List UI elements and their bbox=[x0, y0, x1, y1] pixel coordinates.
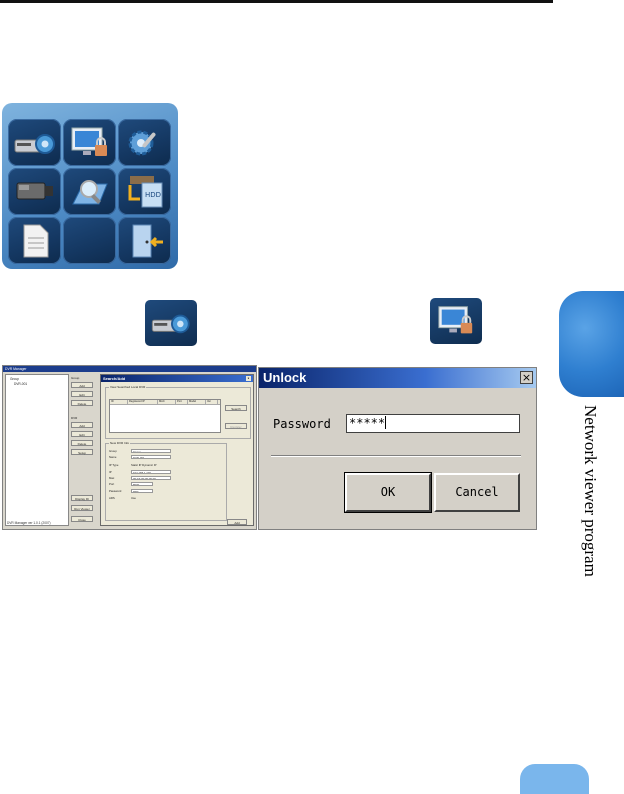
field-name-label: Name bbox=[109, 455, 117, 459]
field-password-input[interactable]: ***** bbox=[131, 489, 153, 493]
search-tile[interactable] bbox=[63, 168, 116, 215]
exit-tile[interactable] bbox=[118, 217, 171, 264]
col-port: Port bbox=[176, 400, 188, 404]
tree-child[interactable]: DVR-001 bbox=[14, 382, 28, 386]
group-add-button[interactable]: Add bbox=[71, 382, 93, 388]
top-rule bbox=[0, 0, 553, 3]
col-ip: Registered IP bbox=[128, 400, 158, 404]
new-dvr-label: New DVR Info bbox=[109, 441, 131, 445]
field-port-label: Port bbox=[109, 482, 115, 486]
field-ars-label: ARS bbox=[109, 496, 115, 500]
group-label: Group bbox=[71, 376, 80, 380]
dvr-tree[interactable]: Group DVR-001 bbox=[5, 374, 69, 526]
search-button[interactable]: Search bbox=[225, 405, 247, 411]
searched-dvr-group bbox=[105, 387, 251, 439]
hdd-backup-icon: HDD bbox=[128, 175, 162, 207]
empty-tile bbox=[63, 217, 116, 264]
field-password-label: Password bbox=[109, 489, 122, 493]
field-group-label: Group bbox=[109, 449, 117, 453]
dvr-delete-button[interactable]: Delete bbox=[71, 440, 93, 446]
monitor-lock-tile[interactable] bbox=[63, 119, 116, 166]
main-menu-grid: HDD bbox=[8, 119, 171, 265]
monitor-lock-small-icon bbox=[430, 298, 482, 344]
chapter-side-label: Network viewer program bbox=[581, 405, 602, 585]
dvr-footer: DVR Manager ver 1.0.1 (2007) bbox=[7, 521, 51, 525]
search-add-title-text: Search/Add bbox=[103, 376, 126, 381]
search-magnifier-icon bbox=[71, 179, 108, 204]
password-input[interactable]: ***** bbox=[346, 414, 520, 433]
dvr-manager-window: DVR Manager Group DVR-001 Group Add Edit… bbox=[2, 365, 257, 530]
field-ip-input[interactable]: 192.168.1.100 bbox=[131, 470, 171, 474]
close-button[interactable]: Close bbox=[71, 516, 93, 522]
gear-settings-tile[interactable] bbox=[118, 119, 171, 166]
exit-door-icon bbox=[132, 224, 163, 257]
col-ver: Ver bbox=[206, 400, 218, 404]
col-model: Model bbox=[188, 400, 206, 404]
dvr-manager-title: DVR Manager bbox=[3, 366, 256, 372]
dvr-add-button[interactable]: Add bbox=[71, 422, 93, 428]
field-group-select[interactable]: Group bbox=[131, 449, 171, 453]
dvr-label: DVR bbox=[71, 416, 78, 420]
new-dvr-group bbox=[105, 443, 227, 521]
cancel-button[interactable]: Cancel bbox=[434, 473, 520, 512]
chapter-side-tab bbox=[559, 291, 624, 397]
field-iptype-radios[interactable]: Static IP Dynamic IP bbox=[131, 463, 157, 467]
field-ars-checkbox[interactable]: Use bbox=[131, 496, 136, 500]
dvr-edit-button[interactable]: Edit bbox=[71, 431, 93, 437]
field-port-input[interactable]: 8000 bbox=[131, 482, 153, 486]
camera-tile[interactable] bbox=[8, 168, 61, 215]
password-label: Password bbox=[273, 417, 331, 431]
field-mac-label: Mac bbox=[109, 476, 115, 480]
password-value: ***** bbox=[349, 416, 386, 430]
ok-button[interactable]: OK bbox=[344, 472, 432, 513]
text-caret bbox=[385, 416, 387, 429]
unlock-titlebar bbox=[259, 368, 536, 388]
unlock-title: Unlock bbox=[263, 370, 307, 385]
svg-text:HDD: HDD bbox=[145, 191, 161, 199]
page-number-badge bbox=[520, 764, 589, 794]
dvr-settings-tile[interactable] bbox=[8, 119, 61, 166]
document-icon bbox=[23, 224, 48, 257]
search-close-icon[interactable]: x bbox=[246, 376, 251, 381]
camera-icon bbox=[16, 182, 53, 199]
unlock-dialog: Unlock × Password ***** OK Cancel bbox=[258, 367, 537, 530]
col-id: ID bbox=[110, 400, 128, 404]
document-tile[interactable] bbox=[8, 217, 61, 264]
searched-dvr-label: View Searched Local DVR bbox=[109, 385, 147, 389]
add-button[interactable]: Add bbox=[227, 519, 247, 525]
dvr-settings-icon bbox=[14, 133, 55, 154]
tree-root[interactable]: Group bbox=[10, 377, 19, 381]
search-add-title: Search/Add x bbox=[101, 375, 253, 382]
field-name-input[interactable]: DVR-001 bbox=[131, 455, 171, 459]
hdd-backup-tile[interactable]: HDD bbox=[118, 168, 171, 215]
group-edit-button[interactable]: Edit bbox=[71, 391, 93, 397]
register-button[interactable]: Register bbox=[225, 423, 247, 429]
dvr-setup-button[interactable]: Setup bbox=[71, 449, 93, 455]
separator bbox=[271, 455, 521, 457]
monitor-lock-icon bbox=[71, 127, 107, 156]
chapter-side-label-text: Network viewer program bbox=[581, 405, 600, 577]
display-id-button[interactable]: Display ID bbox=[71, 495, 93, 501]
dvr-settings-small-icon bbox=[145, 300, 197, 346]
gear-settings-icon bbox=[128, 130, 155, 155]
col-mac: MAC bbox=[158, 400, 176, 404]
run-viewer-button[interactable]: Run Viewer bbox=[71, 505, 93, 511]
close-icon[interactable]: × bbox=[520, 371, 533, 384]
field-mac-input[interactable]: 00:0A:00:00:00:00 bbox=[131, 476, 171, 480]
field-ip-label: IP bbox=[109, 470, 112, 474]
field-iptype-label: IP Type bbox=[109, 463, 119, 467]
group-delete-button[interactable]: Delete bbox=[71, 400, 93, 406]
